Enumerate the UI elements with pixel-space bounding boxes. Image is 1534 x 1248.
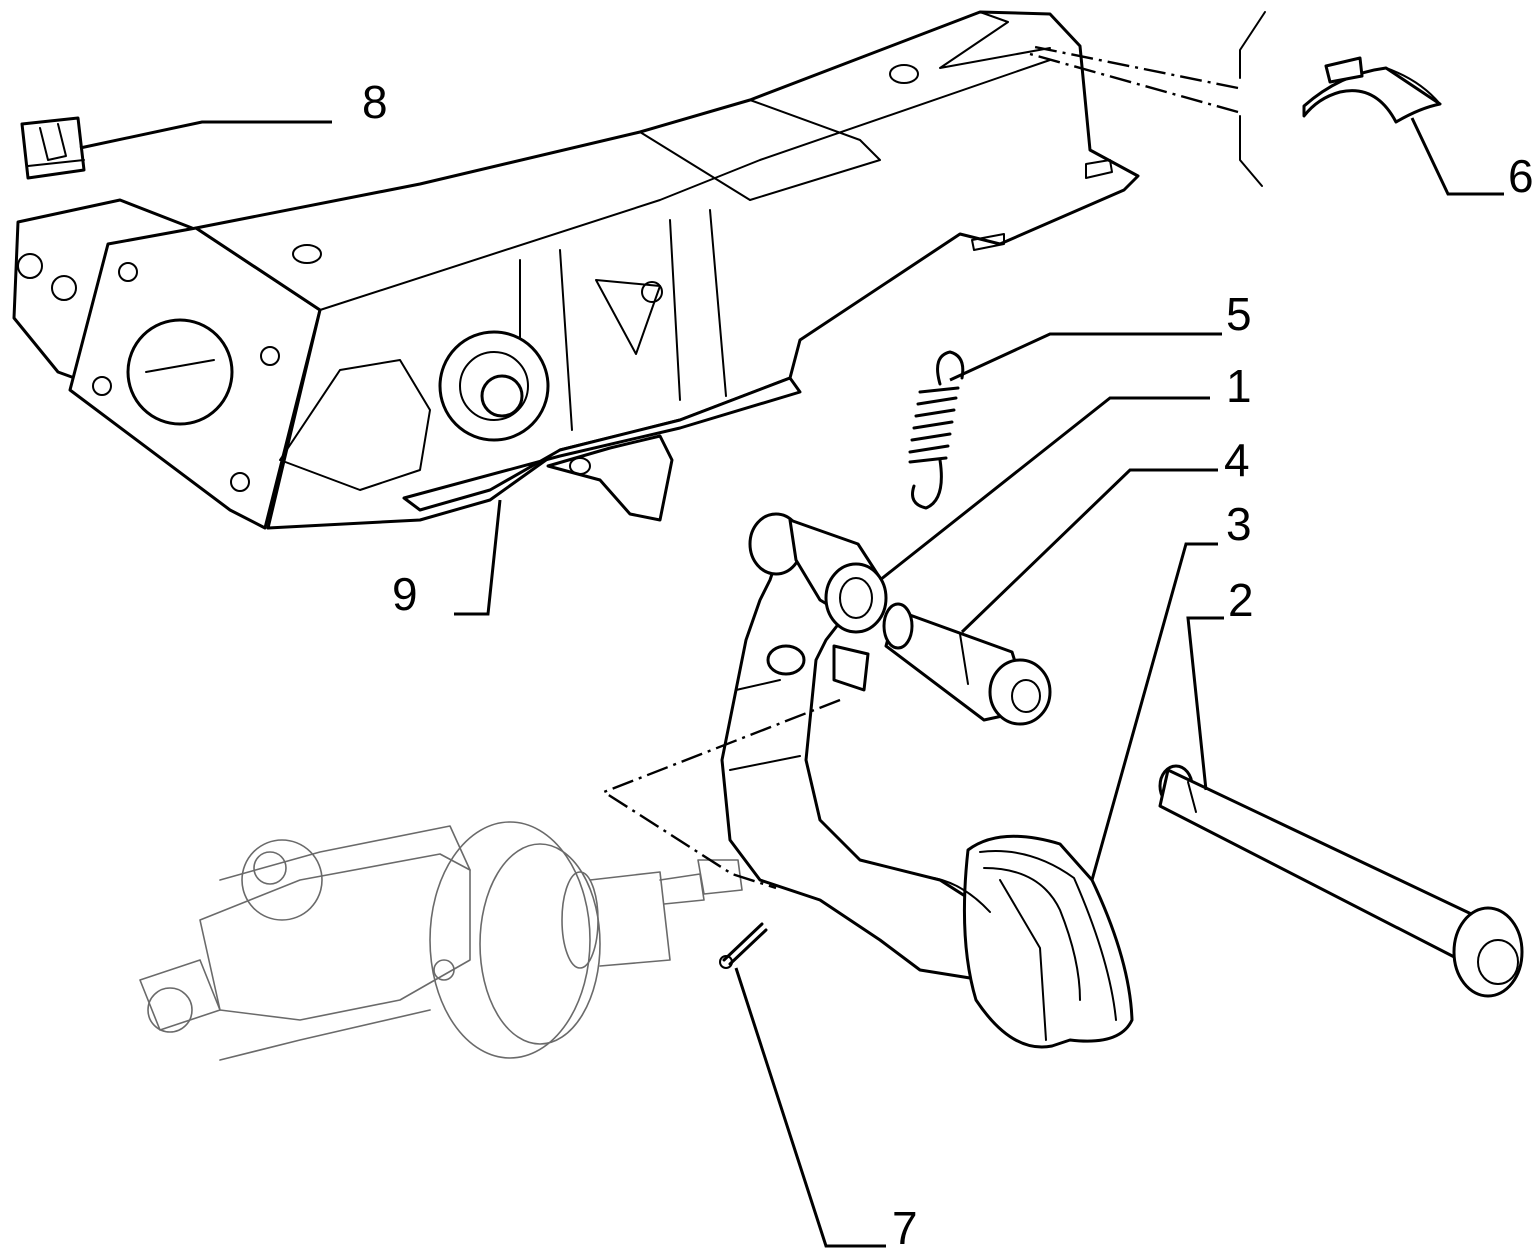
leader-4 [960,468,1218,634]
callout-7: 7 [892,1202,918,1248]
clip-nut [20,116,86,180]
callout-1: 1 [1226,360,1252,412]
leader-8 [79,120,332,150]
leader-3 [1090,542,1218,881]
leader-2 [1186,616,1224,791]
callout-4: 4 [1224,434,1250,486]
leader-lines [79,117,1504,1248]
callout-9: 9 [392,568,418,620]
callout-8: 8 [362,76,388,128]
break-bracket [1239,11,1266,187]
split-pin [719,922,768,969]
leader-5 [949,332,1222,382]
pivot-bolt [1158,764,1524,998]
brake-pedal-arm [720,512,1002,980]
brake-booster-master-cylinder-reference [139,821,743,1061]
leader-6 [1410,117,1504,196]
callout-2: 2 [1228,574,1254,626]
pivot-bushing-pin [882,602,1052,726]
pedal-pad-rubber [933,834,1134,1049]
return-spring [908,350,965,510]
callout-6: 6 [1508,150,1534,202]
leader-9 [454,499,502,616]
leader-1 [879,396,1210,582]
pedal-support-bracket [12,10,1140,530]
callout-5: 5 [1226,288,1252,340]
alignment-line [601,44,1239,890]
half-shell-bushing [1302,56,1442,124]
callout-labels: 1 2 3 4 5 6 7 8 9 [362,76,1534,1248]
leader-7 [734,967,886,1248]
callout-3: 3 [1226,498,1252,550]
